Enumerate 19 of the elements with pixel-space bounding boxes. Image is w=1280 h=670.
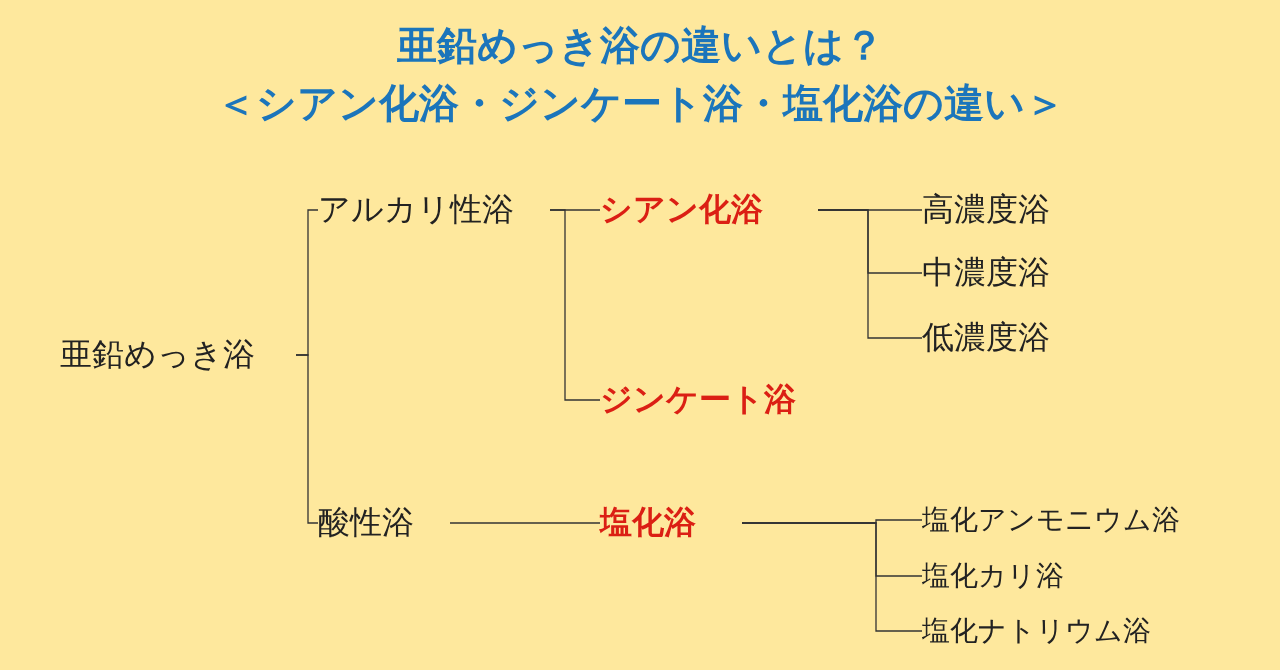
highlighted-term: 塩化浴 (600, 502, 696, 543)
tree-connector (295, 354, 319, 524)
highlighted-term: ジンケート浴 (600, 379, 796, 420)
tree-term: 中濃度浴 (922, 252, 1050, 293)
tree-connector (817, 209, 923, 339)
tree-term: アルカリ性浴 (318, 189, 514, 230)
tree-term: 塩化ナトリウム浴 (922, 613, 1151, 649)
tree-term: 塩化アンモニウム浴 (922, 502, 1180, 538)
tree-term: 高濃度浴 (922, 189, 1050, 230)
tree-term: 亜鉛めっき浴 (60, 334, 255, 375)
tree-connector (549, 209, 601, 401)
tree-connector (741, 522, 923, 632)
tree-term: 酸性浴 (318, 502, 414, 543)
tree-term: 塩化カリ浴 (922, 558, 1064, 594)
subtitle: ＜シアン化浴・ジンケート浴・塩化浴の違い＞ (215, 79, 1065, 128)
title: 亜鉛めっき浴の違いとは？ (396, 21, 884, 70)
tree-connector (449, 522, 601, 524)
highlighted-term: シアン化浴 (600, 189, 763, 230)
tree-term: 低濃度浴 (922, 317, 1050, 358)
